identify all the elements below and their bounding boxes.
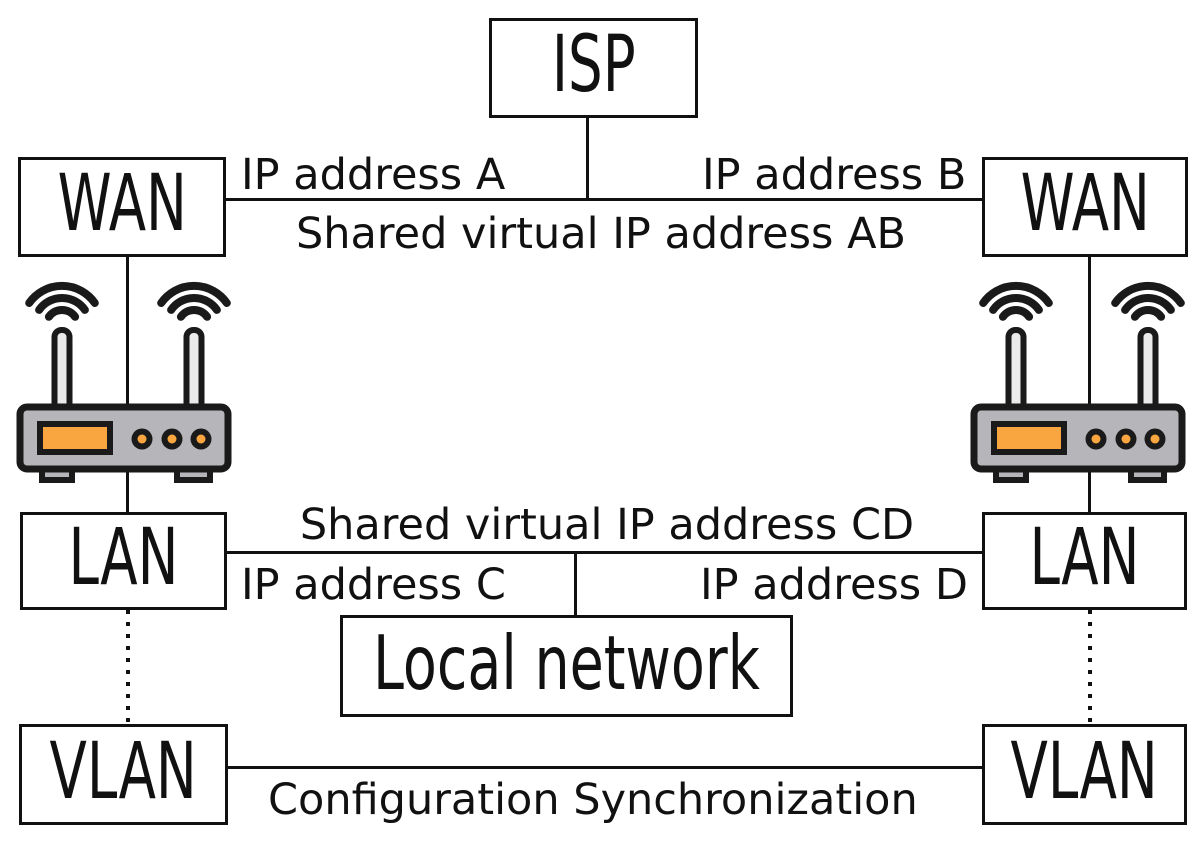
node-wan-right: WAN bbox=[982, 157, 1188, 257]
node-lan-right-label: LAN bbox=[1029, 513, 1140, 603]
label-shared-virtual-ip-cd: Shared virtual IP address CD bbox=[299, 500, 915, 550]
label-ip-address-a: IP address A bbox=[241, 150, 506, 200]
router-icon-right bbox=[970, 278, 1186, 484]
label-ip-address-d: IP address D bbox=[700, 560, 968, 610]
link-vlan-to-vlan bbox=[228, 766, 982, 769]
node-lan-left-label: LAN bbox=[68, 513, 179, 603]
node-vlan-left: VLAN bbox=[19, 724, 228, 825]
label-ip-address-c: IP address C bbox=[241, 560, 506, 610]
router-icon-left bbox=[16, 278, 232, 484]
link-lan-right-to-vlan-right-dotted bbox=[1088, 610, 1092, 724]
node-isp: ISP bbox=[489, 18, 698, 118]
node-lan-right: LAN bbox=[982, 512, 1187, 610]
label-ip-address-b: IP address B bbox=[702, 150, 967, 200]
label-shared-virtual-ip-ab: Shared virtual IP address AB bbox=[296, 209, 906, 259]
node-vlan-left-label: VLAN bbox=[49, 726, 198, 817]
link-isp-to-wan-bus bbox=[586, 118, 589, 201]
node-vlan-right-label: VLAN bbox=[1010, 726, 1159, 817]
node-lan-left: LAN bbox=[20, 512, 227, 610]
link-lan-bus-to-local-network bbox=[574, 553, 577, 618]
node-local-network: Local network bbox=[340, 615, 793, 717]
link-wan-to-wan bbox=[226, 198, 982, 201]
link-lan-to-lan bbox=[227, 551, 982, 554]
node-wan-left-label: WAN bbox=[57, 159, 187, 249]
node-vlan-right: VLAN bbox=[982, 724, 1187, 825]
node-local-network-label: Local network bbox=[373, 618, 760, 707]
node-isp-label: ISP bbox=[551, 20, 636, 110]
label-configuration-synchronization: Configuration Synchronization bbox=[268, 775, 918, 825]
node-wan-left: WAN bbox=[18, 157, 226, 257]
node-wan-right-label: WAN bbox=[1020, 159, 1150, 249]
link-wan-left-to-lan-left bbox=[126, 255, 129, 513]
link-lan-left-to-vlan-left-dotted bbox=[126, 610, 130, 724]
link-wan-right-to-lan-right bbox=[1088, 255, 1091, 513]
